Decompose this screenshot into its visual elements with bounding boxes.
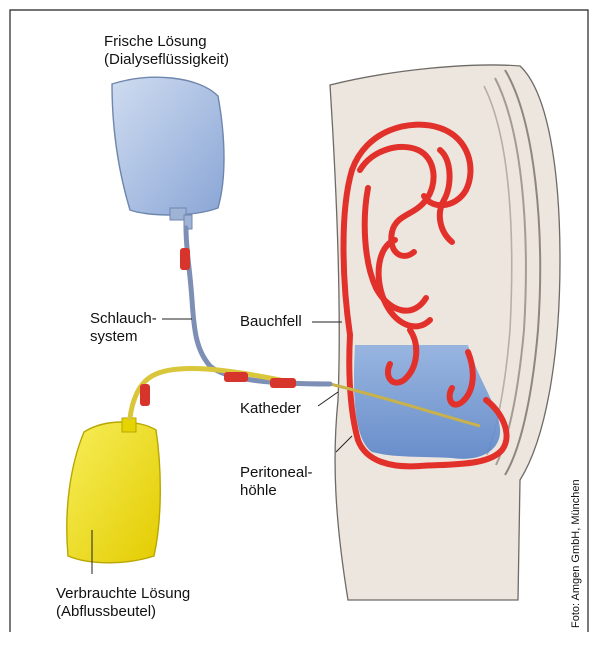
- label-fresh-solution: Frische Lösung (Dialyseflüssigkeit): [104, 33, 229, 69]
- label-used-line2: (Abflussbeutel): [56, 603, 190, 621]
- label-cavity-line2: höhle: [240, 482, 313, 500]
- used-solution-bag: [67, 418, 160, 563]
- fresh-solution-bag: [112, 77, 224, 229]
- label-tube-system: Schlauch- system: [90, 310, 157, 346]
- label-used-solution: Verbrauchte Lösung (Abflussbeutel): [56, 585, 190, 621]
- label-fresh-line2: (Dialyseflüssigkeit): [104, 51, 229, 69]
- label-fresh-line1: Frische Lösung: [104, 33, 229, 51]
- label-katheder: Katheder: [240, 400, 301, 418]
- label-tube-line2: system: [90, 328, 157, 346]
- leader-katheder: [318, 392, 338, 406]
- label-cavity-line1: Peritoneal-: [240, 464, 313, 482]
- label-peritoneal-cavity: Peritoneal- höhle: [240, 464, 313, 500]
- label-bauchfell: Bauchfell: [240, 313, 302, 331]
- label-used-line1: Verbrauchte Lösung: [56, 585, 190, 603]
- photo-credit: Foto: Amgen GmbH, München: [570, 479, 582, 628]
- label-tube-line1: Schlauch-: [90, 310, 157, 328]
